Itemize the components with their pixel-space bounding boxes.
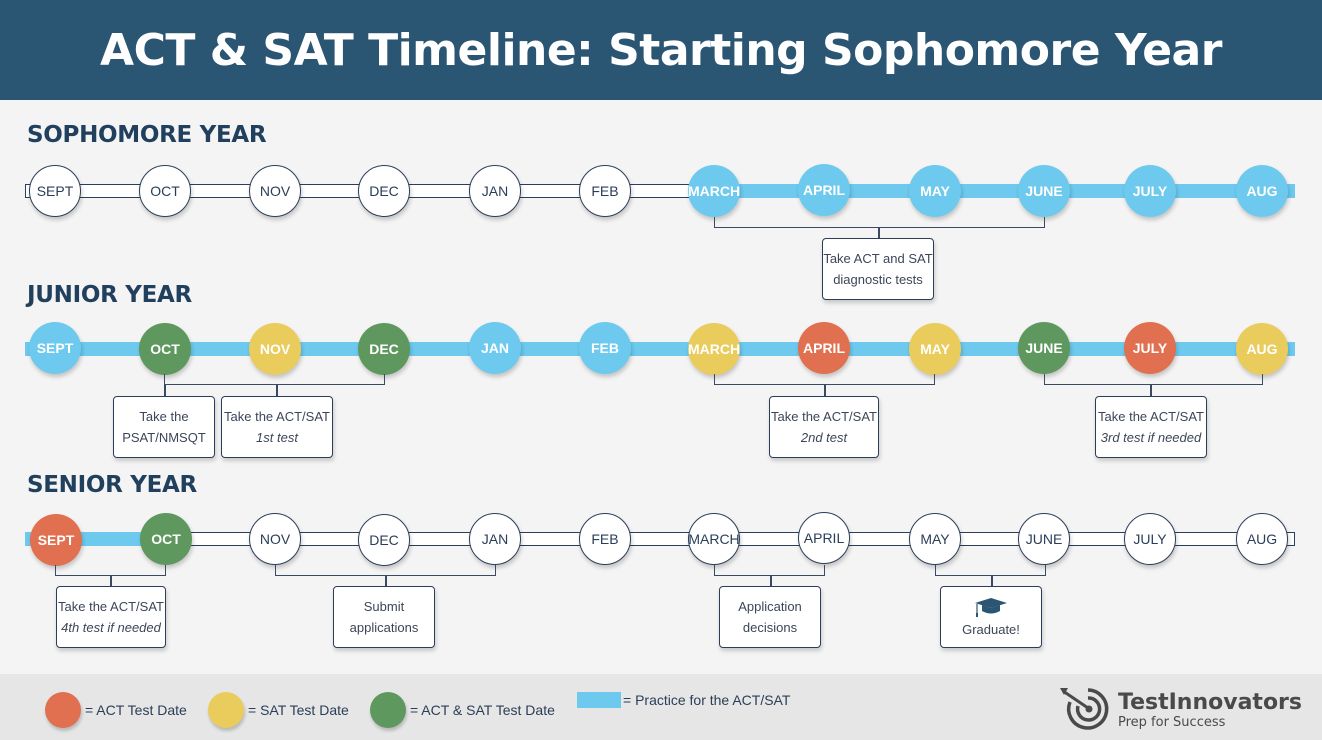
bracket-connector: [935, 565, 1046, 576]
month-march: MARCH: [688, 513, 740, 565]
sat-dot-icon: [208, 692, 244, 728]
note-fourth-test: Take the ACT/SAT 4th test if needed: [56, 586, 166, 648]
timeline-track-junior: [25, 342, 1295, 356]
act-sat-dot-icon: [370, 692, 406, 728]
graduation-cap-icon: [971, 595, 1011, 619]
month-feb: FEB: [579, 165, 631, 217]
page-title: ACT & SAT Timeline: Starting Sophomore Y…: [100, 24, 1222, 76]
month-jan: JAN: [469, 322, 521, 374]
month-feb: FEB: [579, 513, 631, 565]
legend-footer: = ACT Test Date = SAT Test Date = ACT & …: [0, 674, 1322, 740]
act-dot-icon: [45, 692, 81, 728]
year-title-sophomore: SOPHOMORE YEAR: [27, 122, 267, 148]
month-may: MAY: [909, 513, 961, 565]
bracket-connector: [1044, 374, 1263, 385]
target-arrow-icon: [1058, 684, 1110, 737]
month-july: JULY: [1124, 322, 1176, 374]
note-graduate: Graduate!: [940, 586, 1042, 648]
note-application-decisions: Application decisions: [719, 586, 821, 648]
year-title-senior: SENIOR YEAR: [27, 472, 197, 498]
month-dec: DEC: [358, 514, 410, 566]
bracket-connector: [714, 217, 1045, 228]
logo-tagline: Prep for Success: [1118, 715, 1226, 730]
month-sept: SEPT: [30, 514, 82, 566]
month-april: APRIL: [798, 164, 850, 216]
month-june: JUNE: [1018, 322, 1070, 374]
month-sept: SEPT: [29, 165, 81, 217]
bracket-connector: [164, 374, 385, 385]
note-second-test: Take the ACT/SAT 2nd test: [769, 396, 879, 458]
month-july: JULY: [1124, 165, 1176, 217]
month-march: MARCH: [688, 323, 740, 375]
month-nov: NOV: [249, 323, 301, 375]
year-title-junior: JUNIOR YEAR: [27, 282, 192, 308]
month-nov: NOV: [249, 165, 301, 217]
note-first-test: Take the ACT/SAT 1st test: [221, 396, 333, 458]
month-march: MARCH: [688, 165, 740, 217]
legend-act: = ACT Test Date: [45, 692, 187, 728]
month-nov: NOV: [249, 513, 301, 565]
note-submit-applications: Submit applications: [333, 586, 435, 648]
bracket-connector: [714, 565, 825, 576]
month-aug: AUG: [1236, 323, 1288, 375]
month-sept: SEPT: [29, 322, 81, 374]
month-dec: DEC: [358, 323, 410, 375]
legend-sat: = SAT Test Date: [208, 692, 349, 728]
month-june: JUNE: [1018, 513, 1070, 565]
note-third-test: Take the ACT/SAT 3rd test if needed: [1095, 396, 1207, 458]
month-aug: AUG: [1236, 165, 1288, 217]
testinnovators-logo: TestInnovators Prep for Success: [1058, 684, 1302, 737]
legend-practice: = Practice for the ACT/SAT: [577, 692, 790, 708]
header-banner: ACT & SAT Timeline: Starting Sophomore Y…: [0, 0, 1322, 100]
month-aug: AUG: [1236, 513, 1288, 565]
month-may: MAY: [909, 165, 961, 217]
month-dec: DEC: [358, 165, 410, 217]
month-april: APRIL: [798, 322, 850, 374]
month-jan: JAN: [469, 165, 521, 217]
note-diagnostic-tests: Take ACT and SAT diagnostic tests: [822, 238, 934, 300]
month-april: APRIL: [798, 512, 850, 564]
timeline-track-sophomore: [25, 184, 1295, 198]
month-june: JUNE: [1018, 165, 1070, 217]
legend-act-sat: = ACT & SAT Test Date: [370, 692, 555, 728]
month-oct: OCT: [139, 323, 191, 375]
logo-name: TestInnovators: [1118, 690, 1303, 715]
practice-bar-icon: [577, 692, 621, 708]
month-oct: OCT: [139, 165, 191, 217]
note-psat: Take the PSAT/NMSQT: [113, 396, 215, 458]
month-may: MAY: [909, 323, 961, 375]
month-feb: FEB: [579, 322, 631, 374]
timeline-track-senior: [25, 532, 1295, 546]
month-jan: JAN: [469, 513, 521, 565]
month-july: JULY: [1124, 513, 1176, 565]
month-oct: OCT: [140, 513, 192, 565]
